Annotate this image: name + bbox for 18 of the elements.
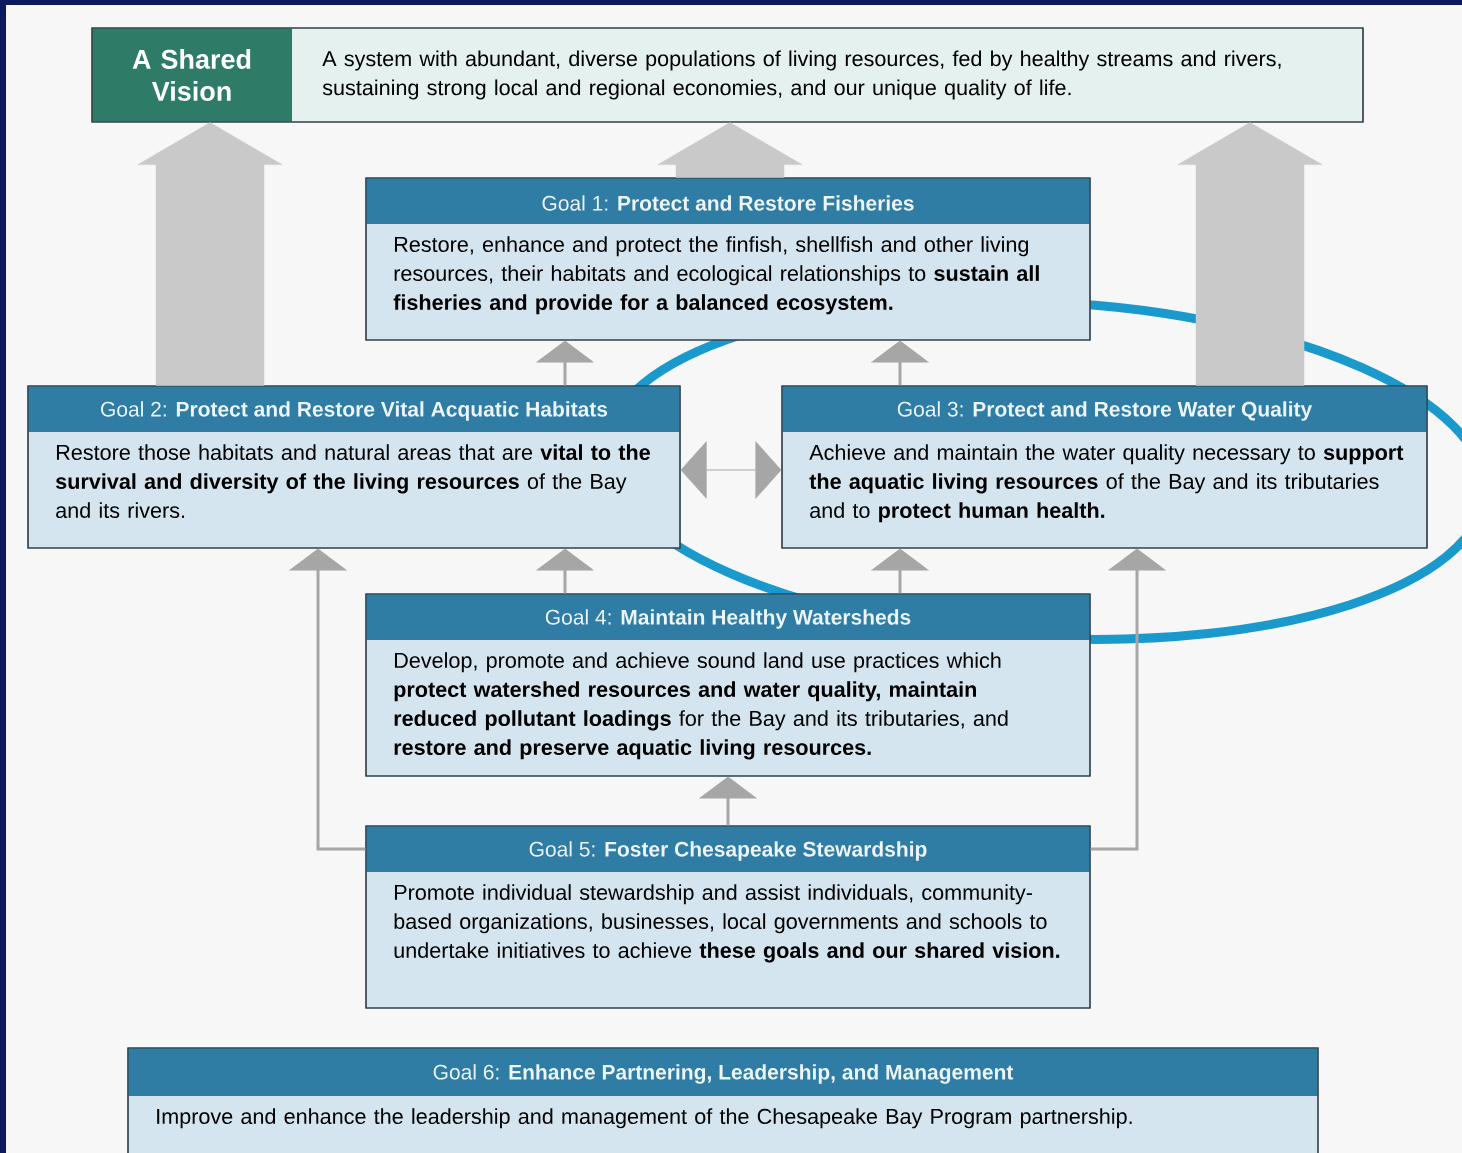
arrow bbox=[137, 122, 283, 386]
vision-statement: A system with abundant, diverse populations of living resources, fed by healthy streams and rivers, sustaining strong local and regional economies, and our unique quality of life. bbox=[322, 50, 1281, 100]
arrow bbox=[680, 441, 782, 499]
goal-description: Achieve and maintain the water quality necessary to support the aquatic living resources of the Bay and its tributaries and to protect human health. bbox=[809, 444, 1404, 523]
goal-heading: Goal 6: Enhance Partnering, Leadership, and Management bbox=[433, 1064, 1014, 1084]
arrow bbox=[1177, 122, 1323, 386]
goal-description: Improve and enhance the leadership and management of the Chesapeake Bay Program partnership. bbox=[157, 1108, 1132, 1129]
goal-description: Develop, promote and achieve sound land use practices which protect watershed resources and water quality, maintain reduced pollutant loadings for the Bay and its tributaries, and restore and preserve aquatic living resources. bbox=[394, 652, 1008, 760]
goal-description: Restore, enhance and protect the finfish, shellfish and other living resources, their habitats and ecological relationships to sustain all fisheries and provide for a balanced ecosystem. bbox=[393, 236, 1039, 315]
goal-heading: Goal 2: Protect and Restore Vital Acquatic Habitats bbox=[101, 401, 608, 421]
goal-heading: Goal 5: Foster Chesapeake Stewardship bbox=[529, 841, 927, 861]
vision-heading: A Shared Vision bbox=[132, 49, 251, 101]
goal-heading: Goal 3: Protect and Restore Water Quality bbox=[897, 401, 1313, 421]
goal-heading: Goal 1: Protect and Restore Fisheries bbox=[542, 195, 914, 211]
arrow bbox=[657, 122, 803, 178]
goal-heading: Goal 4: Maintain Healthy Watersheds bbox=[545, 609, 911, 629]
goal-description: Restore those habitats and natural areas that are vital to the survival and diversity of the living resources of the Bay and its rivers. bbox=[55, 444, 650, 519]
goal-description: Promote individual stewardship and assist individuals, community-based organizations, businesses, local governments and schools to undertake initiatives to achieve these goals and our shared vision. bbox=[394, 884, 1060, 963]
